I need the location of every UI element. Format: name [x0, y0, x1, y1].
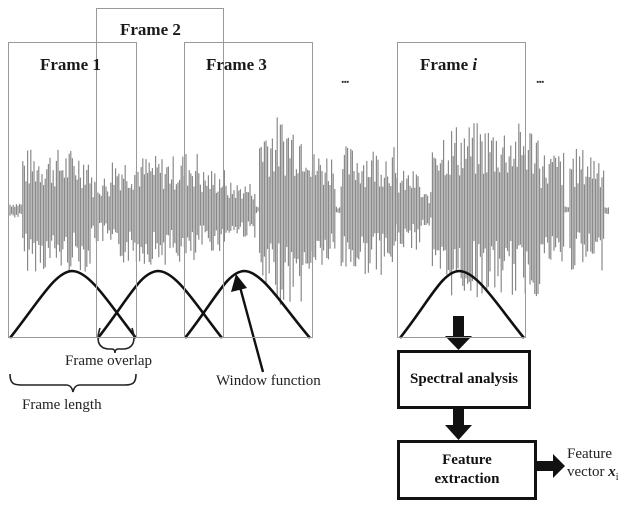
frame-length-brace [9, 373, 137, 393]
frame-label-2: Frame 2 [120, 20, 181, 39]
frame-label-i: Frame i [420, 55, 478, 74]
ellipsis-1: ... [341, 72, 349, 87]
speech-waveform [9, 117, 610, 305]
spectral-analysis-label: Spectral analysis [410, 371, 518, 388]
window-curve-2 [96, 269, 224, 339]
frame-label-1: Frame 1 [40, 55, 101, 74]
frame-label-3: Frame 3 [206, 55, 267, 74]
window-function-arrow [231, 274, 265, 373]
frame-box-i [397, 42, 526, 338]
window-function-label: Window function [216, 373, 321, 389]
frame-box-3 [184, 42, 313, 338]
feature-vector-label: Feature vector xi [567, 446, 619, 483]
frame-box-2 [96, 8, 224, 338]
frame-length-label: Frame length [22, 397, 102, 413]
window-function-curves [8, 269, 526, 339]
ellipsis-2: ... [536, 72, 544, 87]
window-curve-1 [8, 269, 138, 339]
arrow-to-feature-vector [535, 454, 565, 478]
window-curve-3 [183, 269, 311, 339]
spectral-analysis-box: Spectral analysis [397, 350, 531, 409]
window-curve-i [398, 269, 526, 339]
frame-overlap-label: Frame overlap [65, 353, 153, 369]
arrow-to-spectral-analysis [445, 316, 472, 350]
frame-box-1 [8, 42, 137, 338]
frame-overlap-brace [97, 327, 135, 354]
arrow-to-feature-extraction [445, 408, 472, 440]
